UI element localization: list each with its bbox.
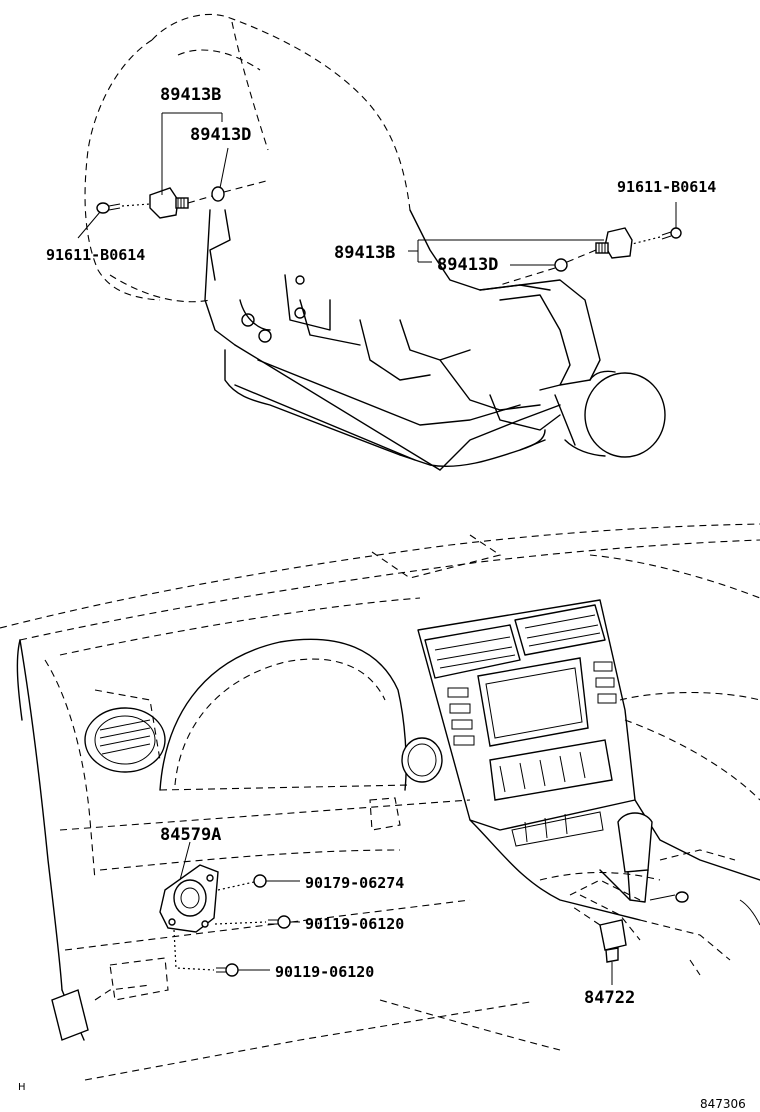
label-84722: 84722 (584, 988, 635, 1008)
label-91611-right: 91611-B0614 (617, 178, 716, 196)
diagram-number: 847306 (700, 1097, 746, 1111)
label-89413d-right: 89413D (437, 255, 498, 275)
label-84579a: 84579A (160, 825, 221, 845)
label-91611-left: 91611-B0614 (46, 246, 145, 264)
speed-sensor-left (96, 179, 271, 219)
dashboard-drawing (0, 523, 760, 1081)
bottom-leaders (179, 841, 613, 985)
bracket-assembly (159, 864, 291, 977)
transmission-drawing (84, 13, 666, 471)
label-90119-lower: 90119-06120 (275, 963, 374, 981)
label-90179: 90179-06274 (305, 874, 404, 892)
label-90119-upper: 90119-06120 (305, 915, 404, 933)
corner-mark: H (18, 1082, 26, 1093)
label-89413d-top-left: 89413D (190, 125, 251, 145)
label-89413b-right: 89413B (334, 243, 395, 263)
label-89413b-top-left: 89413B (160, 85, 221, 105)
top-leaders (77, 112, 677, 266)
speed-sensor-right (499, 227, 682, 286)
